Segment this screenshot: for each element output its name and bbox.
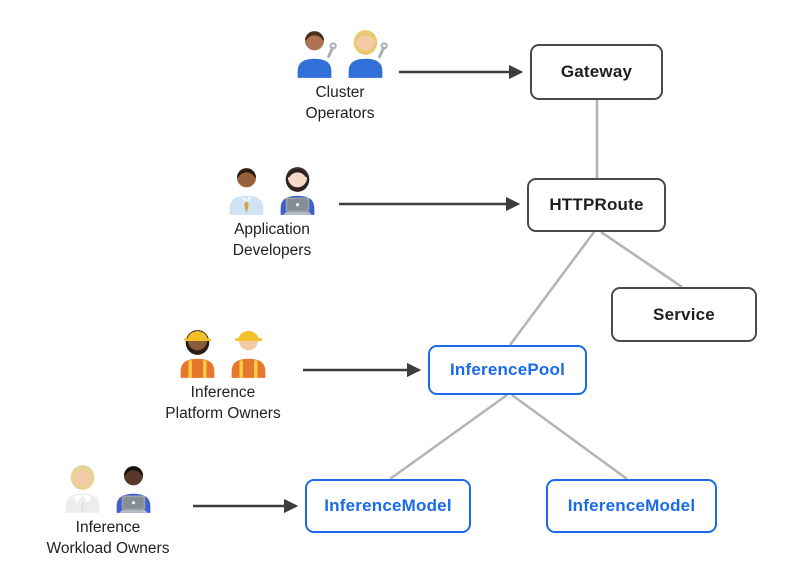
cluster-operators-icons [292, 26, 388, 78]
node-inferencemodel-1: InferenceModel [305, 479, 471, 533]
actor-label-line: Inference [75, 519, 141, 536]
actor-label-line: Cluster [315, 84, 365, 101]
actor-inference-workload-owners: Inference Workload Owners [23, 461, 193, 559]
platform-owners-label: Inference Platform Owners [165, 382, 280, 424]
woman-mechanic-icon [348, 30, 388, 78]
man-mechanic-icon [297, 31, 337, 78]
edge-inferencepool-inferencemodel-1 [389, 393, 508, 481]
actor-label-line: Inference [190, 384, 256, 401]
node-service: Service [611, 287, 757, 342]
actor-inference-platform-owners: Inference Platform Owners [138, 326, 308, 424]
workload-owners-label: Inference Workload Owners [47, 517, 170, 559]
actor-label-line: Platform Owners [165, 405, 281, 423]
woman-health-worker-icon [65, 465, 100, 513]
man-construction-worker-icon [231, 330, 266, 378]
man-office-worker-icon [229, 168, 264, 215]
actor-label-line: Developers [232, 242, 312, 260]
woman-construction-worker-icon [180, 330, 215, 378]
actor-application-developers: Application Developers [187, 163, 357, 261]
node-inferencemodel-2: InferenceModel [546, 479, 717, 533]
cluster-operators-label: Cluster Operators [306, 82, 375, 124]
platform-owners-icons [175, 326, 271, 378]
application-developers-label: Application Developers [233, 219, 311, 261]
application-developers-icons [224, 163, 320, 215]
node-httproute: HTTPRoute [527, 178, 666, 232]
edge-httproute-service [600, 230, 683, 289]
edge-httproute-inferencepool [508, 231, 596, 346]
workload-owners-icons [60, 461, 156, 513]
node-gateway: Gateway [530, 44, 663, 100]
man-technologist-icon [116, 466, 151, 513]
woman-technologist-icon [280, 167, 315, 215]
actor-label-line: Application [234, 221, 310, 238]
actor-cluster-operators: Cluster Operators [255, 26, 425, 124]
edge-inferencepool-inferencemodel-2 [511, 393, 628, 481]
actor-label-line: Operators [305, 105, 375, 123]
node-inferencepool: InferencePool [428, 345, 587, 395]
actor-label-line: Workload Owners [46, 540, 170, 558]
